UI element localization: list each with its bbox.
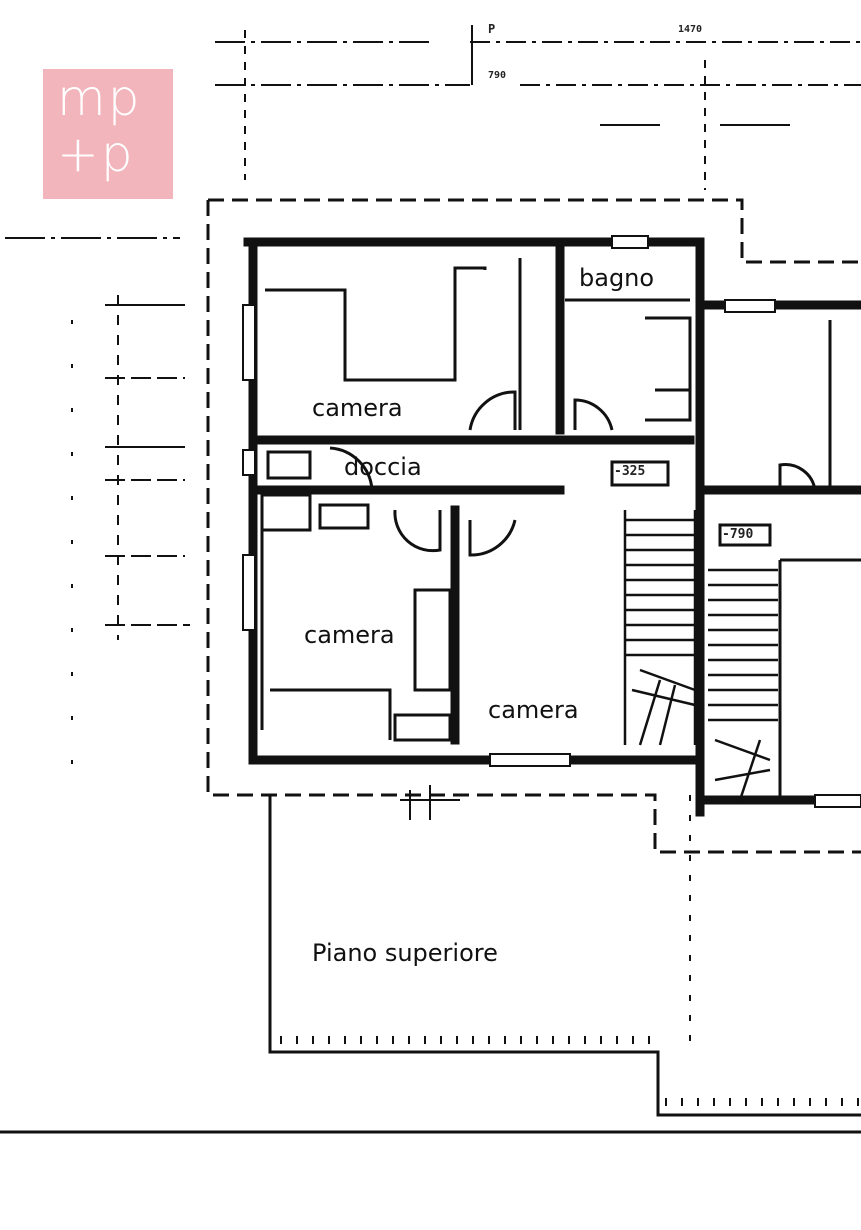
dashed-outline-left <box>206 200 861 854</box>
room-label-camera: camera <box>298 619 401 651</box>
stairs <box>623 510 778 801</box>
terrace-outline <box>0 795 861 1134</box>
room-label-bagno: bagno <box>573 262 661 296</box>
dashed-outline <box>208 198 861 264</box>
dimension-lines <box>5 25 861 820</box>
room-label-camera: camera <box>306 392 453 424</box>
interior-lines <box>260 258 861 800</box>
windows <box>242 235 861 808</box>
floor-title: Piano superiore <box>306 935 504 995</box>
dimension-label: P <box>488 22 496 36</box>
room-label-doccia: doccia <box>344 453 422 481</box>
door-arcs <box>329 390 817 557</box>
level-mark: -790 <box>722 527 754 542</box>
dimension-label: 1470 <box>678 24 703 35</box>
logo-line-1: mp <box>57 69 142 127</box>
company-logo: mp +p <box>43 69 173 199</box>
dimension-label: 790 <box>488 70 507 81</box>
level-mark: -325 <box>614 464 646 479</box>
room-label-camera: camera <box>482 694 585 726</box>
logo-line-2: +p <box>57 125 135 183</box>
